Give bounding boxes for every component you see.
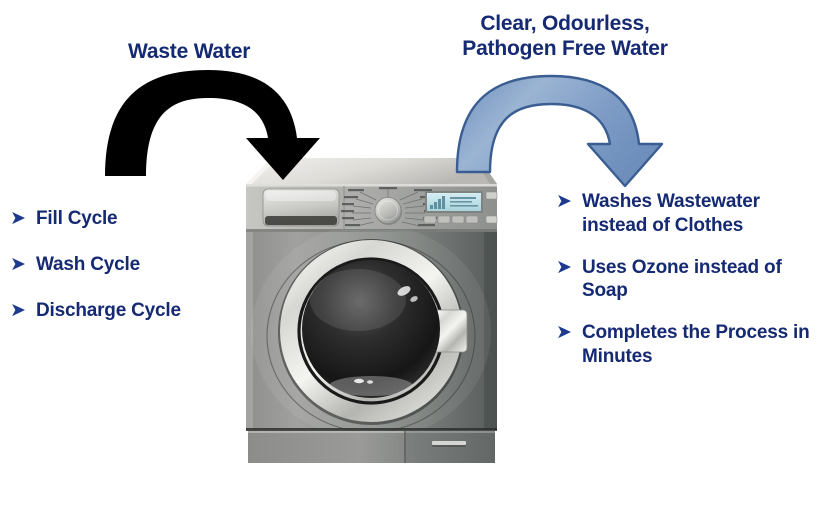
list-item: ➤ Wash Cycle bbox=[10, 253, 242, 277]
panel-button-option-2[interactable] bbox=[437, 215, 451, 224]
list-item-label: Completes the Process in Minutes bbox=[582, 322, 810, 367]
lcd-bar-chart-icon bbox=[430, 196, 445, 209]
machine-base-shadow bbox=[246, 462, 497, 466]
base-separator bbox=[246, 428, 497, 431]
lcd-text-lines bbox=[450, 197, 478, 207]
door-glass-highlight-main bbox=[310, 269, 406, 331]
machine-top-surface bbox=[246, 158, 497, 184]
door-handle[interactable] bbox=[433, 309, 468, 353]
door-glass-highlight-spot-small bbox=[410, 296, 418, 302]
machine-body-right-shade bbox=[484, 232, 497, 430]
arrow-bullet-icon: ➤ bbox=[10, 298, 26, 321]
door-glass-reflection-bottom bbox=[329, 376, 413, 396]
kick-plate-top-highlight bbox=[248, 431, 495, 433]
list-item-label: Discharge Cycle bbox=[36, 299, 181, 321]
program-dial[interactable] bbox=[374, 197, 402, 224]
arrow-bullet-icon: ➤ bbox=[10, 207, 26, 229]
arrow-bullet-icon: ➤ bbox=[556, 190, 572, 212]
arrow-bullet-icon: ➤ bbox=[556, 255, 572, 278]
list-item: ➤ Completes the Process in Minutes bbox=[556, 321, 828, 369]
waste-water-label: Waste Water bbox=[128, 40, 251, 63]
door-glass-reflection-dot-b bbox=[367, 380, 373, 384]
detergent-drawer-lip bbox=[265, 216, 337, 225]
clean-water-label: Clear, Odourless, Pathogen Free Water bbox=[462, 12, 668, 60]
dial-label-ticks bbox=[352, 189, 425, 227]
panel-button-power[interactable] bbox=[485, 215, 498, 224]
list-item-label: Washes Wastewater instead of Clothes bbox=[582, 191, 760, 236]
list-item: ➤ Discharge Cycle bbox=[10, 299, 242, 323]
panel-buttons[interactable] bbox=[423, 191, 498, 224]
detergent-drawer-highlight bbox=[266, 191, 336, 201]
door-glass-reflection-dot-a bbox=[354, 378, 364, 384]
list-item-label: Fill Cycle bbox=[36, 208, 118, 229]
door-glass-highlight-spot bbox=[397, 286, 411, 296]
list-item-label: Wash Cycle bbox=[36, 253, 140, 275]
list-item: ➤ Uses Ozone instead of Soap bbox=[556, 256, 828, 304]
door-assembly[interactable] bbox=[278, 239, 468, 425]
process-cycle-list: ➤ Fill Cycle ➤ Wash Cycle ➤ Discharge Cy… bbox=[10, 207, 242, 344]
arrow-bullet-icon: ➤ bbox=[556, 321, 572, 343]
benefits-list: ➤ Washes Wastewater instead of Clothes ➤… bbox=[556, 190, 828, 387]
panel-button-option-1[interactable] bbox=[423, 215, 437, 224]
panel-button-option-3[interactable] bbox=[451, 215, 465, 224]
arrow-bullet-icon: ➤ bbox=[10, 252, 26, 275]
list-item: ➤ Washes Wastewater instead of Clothes bbox=[556, 190, 828, 238]
control-panel-bottom-shadow bbox=[246, 229, 497, 232]
list-item: ➤ Fill Cycle bbox=[10, 207, 242, 231]
panel-button-start[interactable] bbox=[485, 191, 498, 200]
list-item-label: Uses Ozone instead of Soap bbox=[582, 256, 782, 302]
filter-hatch-handle-shadow bbox=[432, 445, 466, 447]
panel-button-option-4[interactable] bbox=[465, 215, 479, 224]
program-dial-inner bbox=[378, 200, 398, 221]
machine-body-left-highlight bbox=[246, 232, 253, 430]
filter-hatch-handle[interactable] bbox=[432, 441, 466, 445]
control-panel-top-highlight bbox=[246, 184, 497, 187]
